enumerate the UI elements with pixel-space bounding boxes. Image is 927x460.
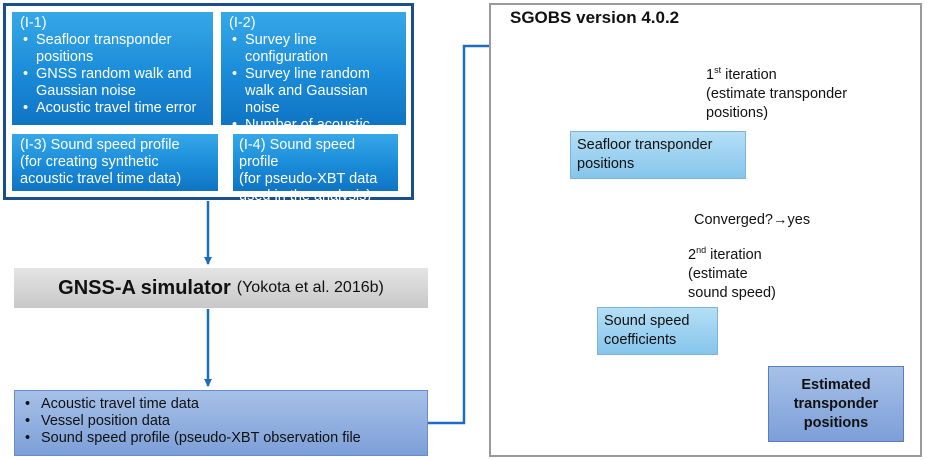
estimated-positions-box: Estimated transponder positions (768, 366, 904, 442)
iteration-2-line: (estimate (688, 266, 748, 282)
sound-speed-coefficients-box: Sound speed coefficients (597, 307, 718, 355)
box1-line: Seafloor transponder (577, 137, 713, 153)
input-i2-heading: (I-2) (229, 15, 256, 31)
iteration-1-line: positions) (706, 105, 769, 121)
input-i4-line: (for pseudo-XBT data (239, 171, 378, 187)
input-box-i3: (I-3) Sound speed profile (for creating … (12, 134, 218, 191)
box1-line: positions (577, 156, 635, 172)
input-box-i2: (I-2) Survey line configuration Survey l… (221, 12, 406, 150)
simulator-citation: (Yokota et al. 2016b) (236, 279, 384, 296)
transponder-positions-box: Seafloor transponder positions (570, 131, 746, 179)
gnss-a-simulator-box: GNSS-A simulator (Yokota et al. 2016b) (14, 268, 428, 308)
input-i4-line: used in the analysis) (239, 188, 372, 204)
input-i2-item: Survey line configuration (232, 32, 402, 66)
input-i1-item: GNSS random walk and Gaussian noise (23, 66, 207, 100)
iteration-2-suffix: nd (696, 245, 707, 256)
input-box-i4: (I-4) Sound speed profile (for pseudo-XB… (233, 134, 398, 204)
iteration-1-suffix: st (714, 65, 722, 76)
input-i1-item: Seafloor transponder positions (23, 32, 207, 66)
simulated-data-box: Acoustic travel time data Vessel positio… (14, 390, 428, 456)
input-i3-line: (I-3) Sound speed profile (20, 137, 180, 153)
input-i4-line: (I-4) Sound speed profile (239, 137, 356, 170)
iteration-1-number: 1 (706, 67, 715, 83)
iteration-2-line: sound speed) (688, 285, 776, 301)
iteration-1-line: (estimate transponder (706, 86, 848, 102)
simulator-title: GNSS-A simulator (58, 276, 231, 299)
box2-line: coefficients (604, 332, 677, 348)
converged-label: Converged?→yes (694, 212, 811, 228)
iteration-1-word: iteration (721, 67, 777, 83)
iteration-2-note: 2nd iteration (estimate sound speed) (688, 246, 848, 303)
input-box-i1: (I-1) Seafloor transponder positions GNS… (12, 12, 213, 125)
input-i1-heading: (I-1) (20, 15, 47, 31)
data-item: Vessel position data (25, 413, 427, 430)
data-item: Acoustic travel time data (25, 396, 427, 413)
data-item: Sound speed profile (pseudo-XBT observat… (25, 430, 427, 447)
input-i3-line: acoustic travel time data) (20, 171, 182, 187)
box2-line: Sound speed (604, 313, 690, 329)
sgobs-title: SGOBS version 4.0.2 (510, 8, 680, 27)
input-i2-item: Survey line random walk and Gaussian noi… (232, 66, 402, 117)
iteration-2-word: iteration (706, 247, 762, 263)
iteration-2-number: 2 (688, 247, 697, 263)
result-line: positions (803, 415, 869, 431)
result-line: transponder (793, 396, 879, 412)
iteration-1-note: 1st iteration (estimate transponder posi… (706, 66, 916, 123)
result-line: Estimated (801, 377, 871, 393)
input-i3-line: (for creating synthetic (20, 154, 159, 170)
input-i1-item: Acoustic travel time error (23, 100, 207, 117)
